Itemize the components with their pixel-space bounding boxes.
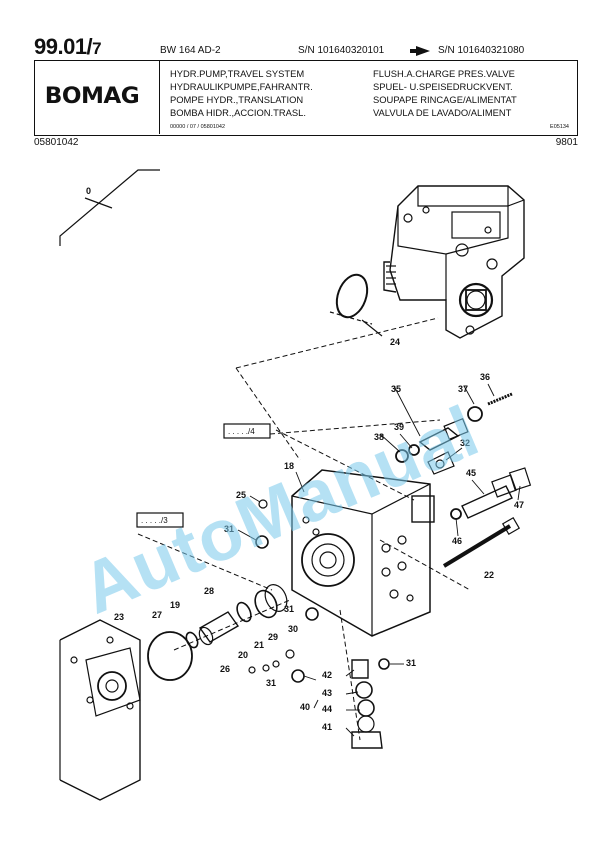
callout-25: 25 [236,490,246,500]
callout-37: 37 [458,384,468,394]
callout-labels: 0 24 35 37 36 38 39 32 18 45 25 47 31 46… [86,186,524,732]
doc-code: 05801042 [34,137,79,148]
page-number-main: 99.01/ [34,34,93,59]
title-block: BOMAG HYDR.PUMP,TRAVEL SYSTEM HYDRAULIKP… [34,60,578,136]
callout-22: 22 [484,570,494,580]
callout-44: 44 [322,704,332,714]
plug-31b [305,607,319,621]
callout-42: 42 [322,670,332,680]
callout-45: 45 [466,468,476,478]
callout-24: 24 [390,337,400,347]
part-30 [285,649,295,659]
callout-18: 18 [284,461,294,471]
date-code: 9801 [555,137,578,148]
title-right-de: SPUEL- U.SPEISEDRUCKVENT. [373,81,513,92]
serial-arrow-icon [416,46,430,56]
callout-31-a: 31 [224,524,234,534]
serial-arrow-bar [410,49,420,53]
logo-cell: BOMAG [35,61,160,134]
callout-31-b: 31 [284,604,294,614]
page-number: 99.01/7 [34,34,102,60]
callout-39: 39 [394,422,404,432]
flush-valve-35 [395,392,513,475]
callout-31-c: 31 [266,678,276,688]
part-21 [272,660,280,668]
callout-23: 23 [114,612,124,622]
title-right-en: FLUSH.A.CHARGE PRES.VALVE [373,68,515,79]
callout-21: 21 [254,640,264,650]
callout-43: 43 [322,688,332,698]
leader-lines [237,383,521,737]
part-25 [258,499,268,509]
model-label: BW 164 AD-2 [160,45,221,56]
sleeve-19 [185,611,240,649]
bearing-28 [236,584,288,623]
callout-47: 47 [514,500,524,510]
bolt-22 [442,516,521,568]
callout-26: 26 [220,664,230,674]
oring-23 [147,631,193,681]
title-right-es: VALVULA DE LAVADO/ALIMENT [373,107,512,118]
title-left-es: BOMBA HIDR.,ACCION.TRASL. [170,107,306,118]
ref-box-4-label: . . . . ./4 [228,427,255,436]
ref-box-4 [223,423,271,439]
title-right: FLUSH.A.CHARGE PRES.VALVE SPUEL- U.SPEIS… [373,67,517,119]
fine-print-right: E05134 [550,124,569,130]
bomag-logo: BOMAG [44,84,140,109]
callout-40: 40 [300,702,310,712]
ref-box-3 [136,512,184,528]
group-0-reference [59,169,160,246]
page-number-sub: 7 [92,39,102,58]
ref-box-3-label: . . . . ./3 [141,516,168,525]
part-26 [248,666,256,674]
callout-27: 27 [152,610,162,620]
title-left-fr: POMPE HYDR.,TRANSLATION [170,94,304,105]
callout-32: 32 [460,438,470,448]
title-left-de: HYDRAULIKPUMPE,FAHRANTR. [170,81,313,92]
serial-to: S/N 101640321080 [438,45,525,56]
callout-20: 20 [238,650,248,660]
callout-31-d: 31 [406,658,416,668]
title-left: HYDR.PUMP,TRAVEL SYSTEM HYDRAULIKPUMPE,F… [170,67,313,119]
callout-19: 19 [170,600,180,610]
pump-housing [383,185,525,339]
callout-30: 30 [288,624,298,634]
plug-31a [255,535,269,549]
serial-from: S/N 101640320101 [298,45,385,56]
lower-housing [59,619,141,801]
title-right-fr: SOUPAPE RINCAGE/ALIMENTAT [373,94,517,105]
callout-41: 41 [322,722,332,732]
callout-28: 28 [204,586,214,596]
block-18 [291,469,435,637]
part-20 [262,664,270,672]
fine-print-left: 00000 / 07 / 05801042 [170,124,226,130]
valve-stack-40 [351,658,390,749]
callout-0: 0 [86,186,91,196]
callout-36: 36 [480,372,490,382]
callout-38: 38 [374,432,384,442]
callout-29: 29 [268,632,278,642]
callout-46: 46 [452,536,462,546]
title-left-en: HYDR.PUMP,TRAVEL SYSTEM [170,68,305,79]
plug-31c [291,669,305,683]
